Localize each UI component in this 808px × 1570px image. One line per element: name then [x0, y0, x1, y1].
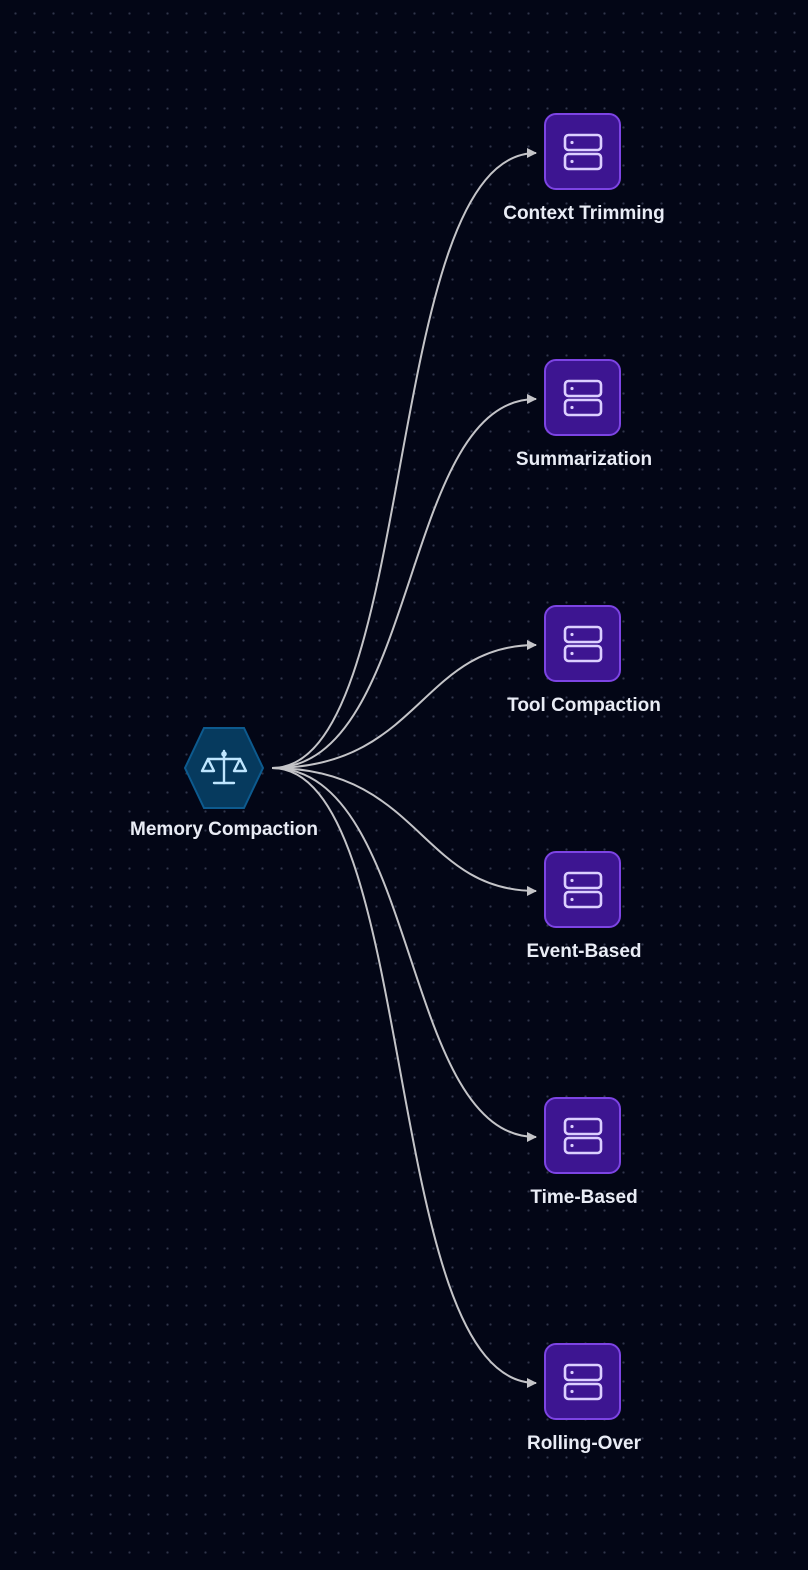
edge-memory-compaction-to-context-trimming [271, 148, 537, 769]
target-node-summarization[interactable]: Summarization [484, 359, 684, 474]
target-node-rolling-over[interactable]: Rolling-Over [484, 1343, 684, 1458]
edge-memory-compaction-to-rolling-over [271, 767, 537, 1388]
target-node-tool-compaction[interactable]: Tool Compaction [484, 605, 684, 720]
target-node-box [544, 1097, 621, 1174]
source-node-memory-compaction[interactable]: Memory Compaction [124, 727, 324, 842]
scale-icon [200, 749, 248, 785]
edge-memory-compaction-to-tool-compaction [271, 640, 537, 769]
target-node-box [544, 605, 621, 682]
target-node-label: Rolling-Over [526, 1433, 641, 1454]
target-node-label: Time-Based [530, 1187, 638, 1208]
target-node-box [544, 113, 621, 190]
target-node-context-trimming[interactable]: Context Trimming [484, 113, 684, 228]
server-icon [563, 1117, 603, 1155]
target-node-label: Event-Based [526, 941, 642, 962]
target-node-label: Tool Compaction [507, 695, 661, 716]
target-node-time-based[interactable]: Time-Based [484, 1097, 684, 1212]
edge-memory-compaction-to-summarization [271, 394, 537, 769]
server-icon [563, 871, 603, 909]
target-node-label: Summarization [515, 449, 653, 470]
edge-memory-compaction-to-time-based [271, 767, 537, 1142]
target-node-box [544, 1343, 621, 1420]
server-icon [563, 625, 603, 663]
hexagon-shape [184, 727, 264, 809]
target-node-event-based[interactable]: Event-Based [484, 851, 684, 966]
target-node-label: Context Trimming [503, 203, 665, 224]
server-icon [563, 133, 603, 171]
edge-memory-compaction-to-event-based [271, 767, 537, 896]
server-icon [563, 379, 603, 417]
source-node-label: Memory Compaction [130, 819, 318, 840]
target-node-box [544, 359, 621, 436]
server-icon [563, 1363, 603, 1401]
target-node-box [544, 851, 621, 928]
